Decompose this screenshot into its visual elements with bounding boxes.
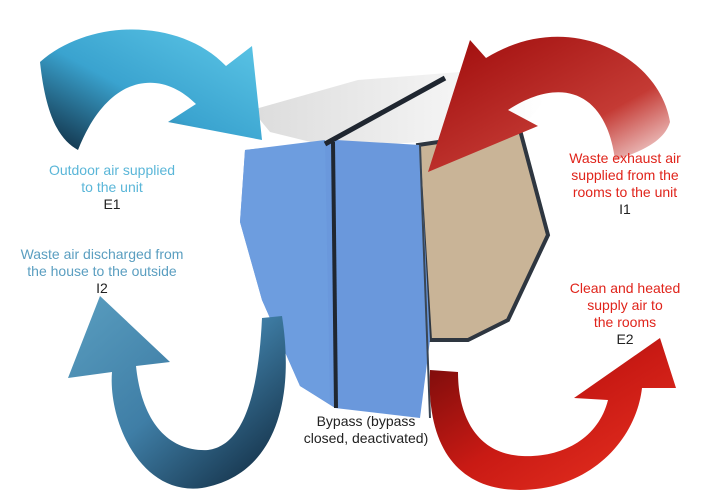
bypass-label-line1: Bypass (bypass — [316, 413, 416, 429]
waste-air-discharge-label-line1: Waste air discharged from — [20, 246, 184, 262]
supply-air-arrow-body — [429, 338, 676, 490]
unit-left-face — [240, 140, 330, 404]
waste-air-discharge-label: Waste air discharged from the house to t… — [2, 246, 202, 297]
supply-air-label-line3: the rooms — [593, 314, 657, 330]
waste-exhaust-label-line1: Waste exhaust air — [569, 150, 681, 166]
unit-seam-vertical — [331, 141, 338, 409]
supply-air-label-line1: Clean and heated — [569, 280, 681, 296]
waste-exhaust-arrow-body — [428, 36, 670, 172]
outdoor-air-supply-arrow — [40, 29, 262, 151]
supply-air-label: Clean and heated supply air to the rooms… — [548, 280, 702, 348]
supply-air-label-line2: supply air to — [587, 297, 663, 313]
supply-air-arrow — [429, 338, 676, 490]
waste-exhaust-label-line2: supplied from the — [571, 167, 679, 183]
waste-air-discharge-label-line2: the house to the outside — [27, 263, 177, 279]
outdoor-air-supply-arrow-body — [40, 29, 262, 151]
outdoor-air-label-line1: Outdoor air supplied — [48, 162, 176, 178]
unit-edge — [419, 144, 431, 419]
waste-air-discharge-code: I2 — [96, 280, 108, 296]
outdoor-air-label-line2: to the unit — [81, 179, 143, 195]
waste-air-discharge-arrow — [68, 296, 286, 489]
heat-exchanger-unit — [240, 72, 551, 419]
waste-exhaust-code: I1 — [619, 201, 631, 217]
waste-exhaust-arrow — [428, 36, 670, 172]
bypass-label-line2: closed, deactivated) — [303, 430, 429, 446]
outdoor-air-code: E1 — [103, 196, 121, 212]
waste-exhaust-label-line3: rooms to the unit — [572, 184, 678, 200]
bypass-label: Bypass (bypass closed, deactivated) — [292, 413, 440, 447]
waste-air-discharge-arrow-body — [68, 296, 286, 489]
supply-air-code: E2 — [616, 331, 634, 347]
waste-exhaust-label: Waste exhaust air supplied from the room… — [548, 150, 702, 218]
unit-seam-top — [323, 75, 447, 147]
outdoor-air-label: Outdoor air supplied to the unit E1 — [22, 162, 202, 213]
